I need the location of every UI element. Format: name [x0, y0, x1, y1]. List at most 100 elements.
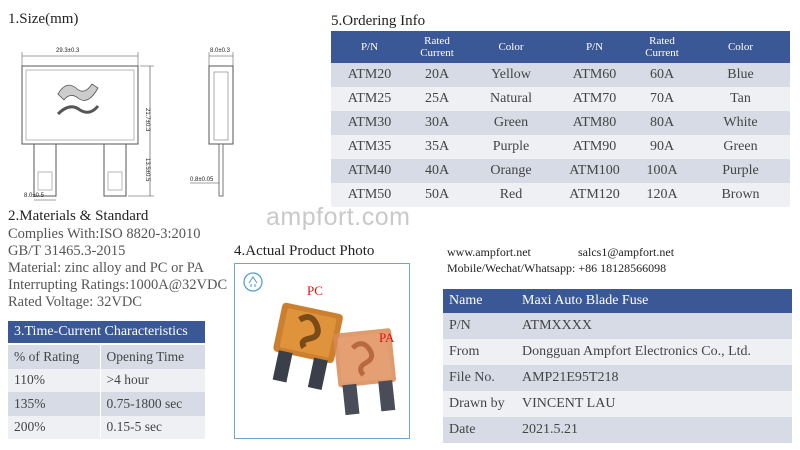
materials-list: Complies With:ISO 8820-3:2010 GB/T 31465…: [8, 226, 227, 311]
table-cell: ATM90: [556, 135, 633, 159]
size-heading: 1.Size(mm): [8, 11, 79, 27]
dim-height: 21.7±0.3: [144, 108, 150, 132]
materials-line: GB/T 31465.3-2015: [8, 243, 126, 259]
table-cell: >4 hour: [100, 368, 205, 392]
size-drawing: 29.3±0.3 21.7±0.3 13.5±0.5 8.0±0.5 8.0±0…: [21, 48, 234, 201]
table-cell: ATM20: [331, 63, 408, 87]
contact-website: www.ampfort.net: [447, 245, 531, 259]
table-row: File No. AMP21E95T218: [443, 365, 792, 391]
table-cell: Purple: [466, 135, 556, 159]
materials-line: Complies With:ISO 8820-3:2010: [8, 226, 201, 242]
dim-leg: 13.5±0.5: [144, 158, 150, 182]
dim-leg-width: 8.0±0.5: [24, 193, 45, 199]
table-row: P/N ATMXXXX: [443, 313, 792, 339]
dim-width: 29.3±0.3: [56, 48, 80, 54]
table-cell: ATM40: [331, 159, 408, 183]
ordering-heading: 5.Ordering Info: [331, 13, 426, 29]
photo-label-pa: PA: [379, 330, 395, 345]
table-cell: VINCENT LAU: [516, 391, 792, 417]
table-cell: 35A: [408, 135, 466, 159]
table-header-cell: Rated Current: [633, 31, 691, 63]
table-header-cell: % of Rating: [8, 345, 101, 369]
table-cell: 50A: [408, 183, 466, 207]
table-header-cell: Color: [691, 31, 790, 63]
product-photo: [234, 263, 410, 439]
table-row: ATM20 20A Yellow ATM60 60A Blue: [331, 63, 790, 87]
dim-blade: 0.8±0.05: [190, 177, 214, 183]
watermark: ampfort.com: [266, 203, 411, 231]
contact-phone: Mobile/Wechat/Whatsapp: +86 18128566098: [447, 261, 667, 275]
photo-heading: 4.Actual Product Photo: [234, 243, 375, 259]
table-cell: Natural: [466, 87, 556, 111]
table-cell: 60A: [633, 63, 691, 87]
table-cell: ATM70: [556, 87, 633, 111]
table-cell: 0.15-5 sec: [100, 415, 205, 439]
contact-email: salcs1@ampfort.net: [578, 245, 675, 259]
table-cell: 40A: [408, 159, 466, 183]
table-row: % of Rating Opening Time: [8, 345, 205, 369]
table-cell: ATM30: [331, 111, 408, 135]
table-cell: Dongguan Ampfort Electronics Co., Ltd.: [516, 339, 792, 365]
table-row: 200% 0.15-5 sec: [8, 415, 205, 439]
materials-line: Interrupting Ratings:1000A@32VDC: [8, 277, 228, 293]
table-cell: ATM35: [331, 135, 408, 159]
table-cell: White: [691, 111, 790, 135]
table-row: Date 2021.5.21: [443, 417, 792, 443]
table-cell: File No.: [443, 365, 516, 391]
table-cell: Red: [466, 183, 556, 207]
table-header-cell: Opening Time: [100, 345, 205, 369]
product-info-table: Name Maxi Auto Blade Fuse P/N ATMXXXX Fr…: [443, 289, 792, 443]
table-row: ATM30 30A Green ATM80 80A White: [331, 111, 790, 135]
table-header-cell: P/N: [556, 31, 633, 63]
table-cell: Tan: [691, 87, 790, 111]
table-cell: Date: [443, 417, 516, 443]
table-header-cell: Rated Current: [408, 31, 466, 63]
table-cell: From: [443, 339, 516, 365]
table-cell: 100A: [633, 159, 691, 183]
table-header-row: Name Maxi Auto Blade Fuse: [443, 289, 792, 313]
pa-fuse-icon: [333, 328, 397, 416]
table-cell: Yellow: [466, 63, 556, 87]
table-cell: 200%: [8, 415, 101, 439]
table-row: 110% >4 hour: [8, 368, 205, 392]
table-cell: AMP21E95T218: [516, 365, 792, 391]
table-header-row: P/N Rated Current Color P/N Rated Curren…: [331, 31, 790, 63]
table-cell: ATM80: [556, 111, 633, 135]
time-current-heading: 3.Time-Current Characteristics: [8, 321, 205, 343]
table-row: ATM25 25A Natural ATM70 70A Tan: [331, 87, 790, 111]
table-cell: 110%: [8, 368, 101, 392]
table-cell: Green: [691, 135, 790, 159]
table-cell: 70A: [633, 87, 691, 111]
table-cell: Blue: [691, 63, 790, 87]
table-cell: 135%: [8, 392, 101, 416]
table-header-cell: P/N: [331, 31, 408, 63]
fuse-photo-drawing: [243, 272, 397, 416]
table-cell: Orange: [466, 159, 556, 183]
table-row: ATM35 35A Purple ATM90 90A Green: [331, 135, 790, 159]
dim-thickness: 8.0±0.3: [210, 48, 231, 54]
table-cell: 25A: [408, 87, 466, 111]
table-row: ATM40 40A Orange ATM100 100A Purple: [331, 159, 790, 183]
materials-heading: 2.Materials & Standard: [8, 208, 149, 224]
table-header-cell: Name: [443, 289, 516, 313]
table-cell: ATM50: [331, 183, 408, 207]
table-cell: Green: [466, 111, 556, 135]
materials-line: Material: zinc alloy and PC or PA: [8, 260, 204, 276]
time-current-table: % of Rating Opening Time 110% >4 hour 13…: [8, 345, 205, 439]
table-cell: Drawn by: [443, 391, 516, 417]
table-row: ATM50 50A Red ATM120 120A Brown: [331, 183, 790, 207]
ordering-table: P/N Rated Current Color P/N Rated Curren…: [331, 31, 790, 207]
table-cell: Purple: [691, 159, 790, 183]
photo-label-pc: PC: [307, 283, 323, 298]
table-row: 135% 0.75-1800 sec: [8, 392, 205, 416]
table-cell: 20A: [408, 63, 466, 87]
table-cell: 80A: [633, 111, 691, 135]
materials-line: Rated Voltage: 32VDC: [8, 294, 142, 310]
brand-logo-icon: [243, 272, 263, 292]
table-cell: ATM100: [556, 159, 633, 183]
table-row: Drawn by VINCENT LAU: [443, 391, 792, 417]
pc-fuse-icon: [272, 302, 343, 390]
table-cell: 0.75-1800 sec: [100, 392, 205, 416]
table-cell: 30A: [408, 111, 466, 135]
table-cell: 2021.5.21: [516, 417, 792, 443]
